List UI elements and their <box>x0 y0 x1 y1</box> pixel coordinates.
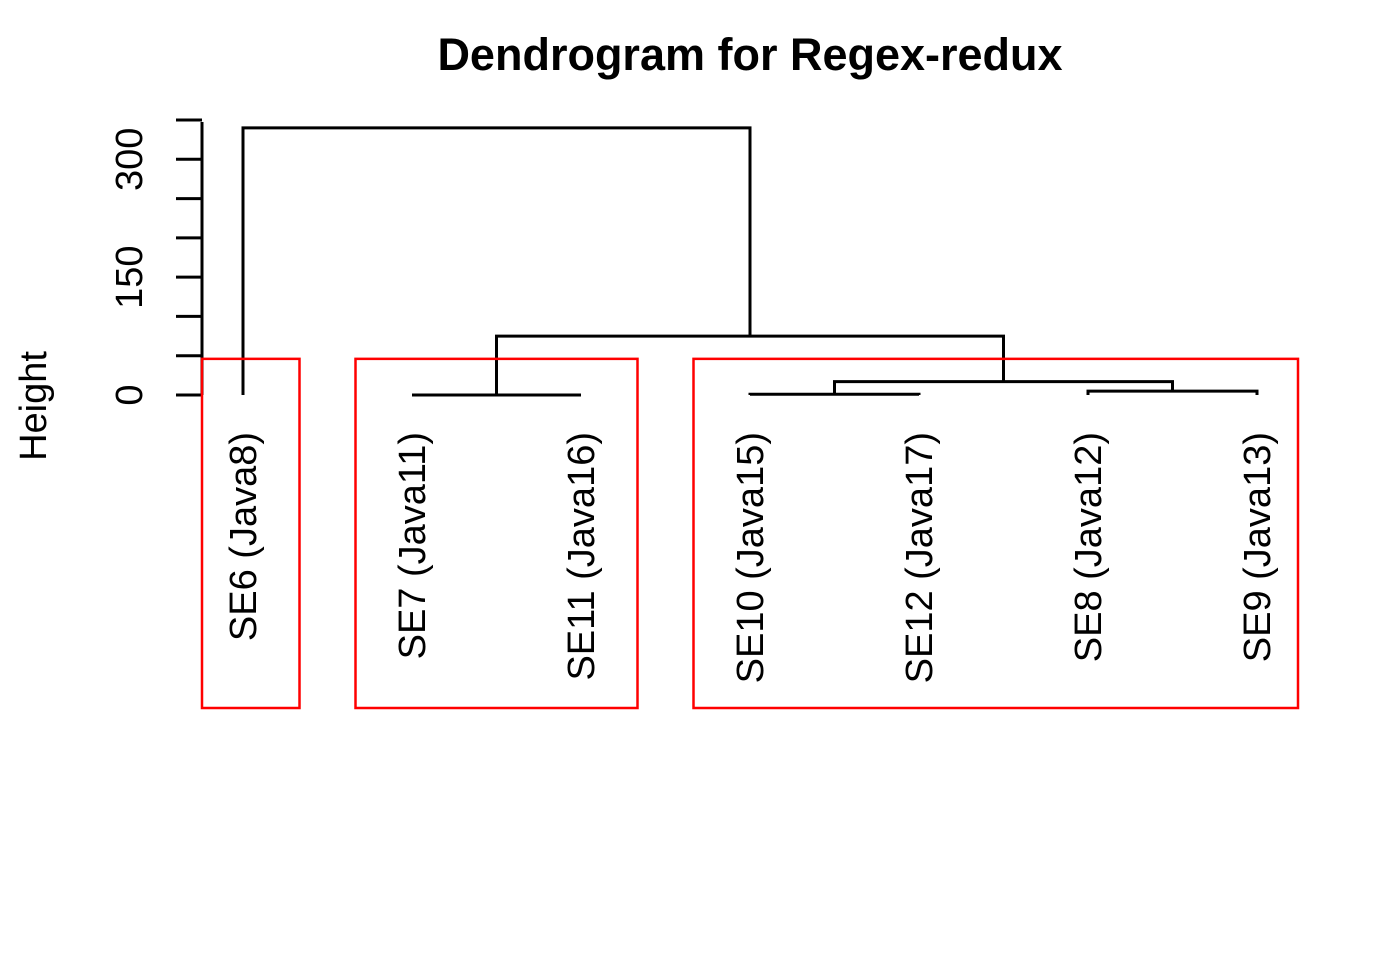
cluster-boxes <box>200 357 1300 710</box>
cluster-box <box>200 357 301 710</box>
dendrogram-branch <box>1086 389 1259 395</box>
dendrogram-branch <box>495 334 1005 395</box>
leaf-labels: SE6 (Java8) SE7 (Java11) SE11 (Java16) SE10… <box>223 432 1279 683</box>
chart-title: Dendrogram for Regex-redux <box>437 29 1062 80</box>
leaf-label: SE12 (Java17) <box>899 432 941 683</box>
y-tick-label: 300 <box>109 128 151 191</box>
dendrogram-branch <box>748 392 921 396</box>
leaf-label: SE8 (Java12) <box>1068 432 1110 662</box>
leaf-label: SE7 (Java11) <box>392 432 434 659</box>
dendrogram-branches <box>241 126 1259 397</box>
y-tick-label: 150 <box>109 245 151 308</box>
dendrogram-branch <box>241 126 752 395</box>
y-axis: 0 150 300 <box>109 118 204 406</box>
cluster-box <box>692 357 1300 710</box>
leaf-label: SE11 (Java16) <box>561 432 603 681</box>
cluster-box <box>354 357 639 710</box>
leaf-label: SE10 (Java15) <box>730 432 772 683</box>
y-tick-label: 0 <box>109 384 151 405</box>
y-axis-label: Height <box>13 351 55 461</box>
leaf-label: SE9 (Java13) <box>1237 432 1279 662</box>
leaf-label: SE6 (Java8) <box>223 432 265 641</box>
